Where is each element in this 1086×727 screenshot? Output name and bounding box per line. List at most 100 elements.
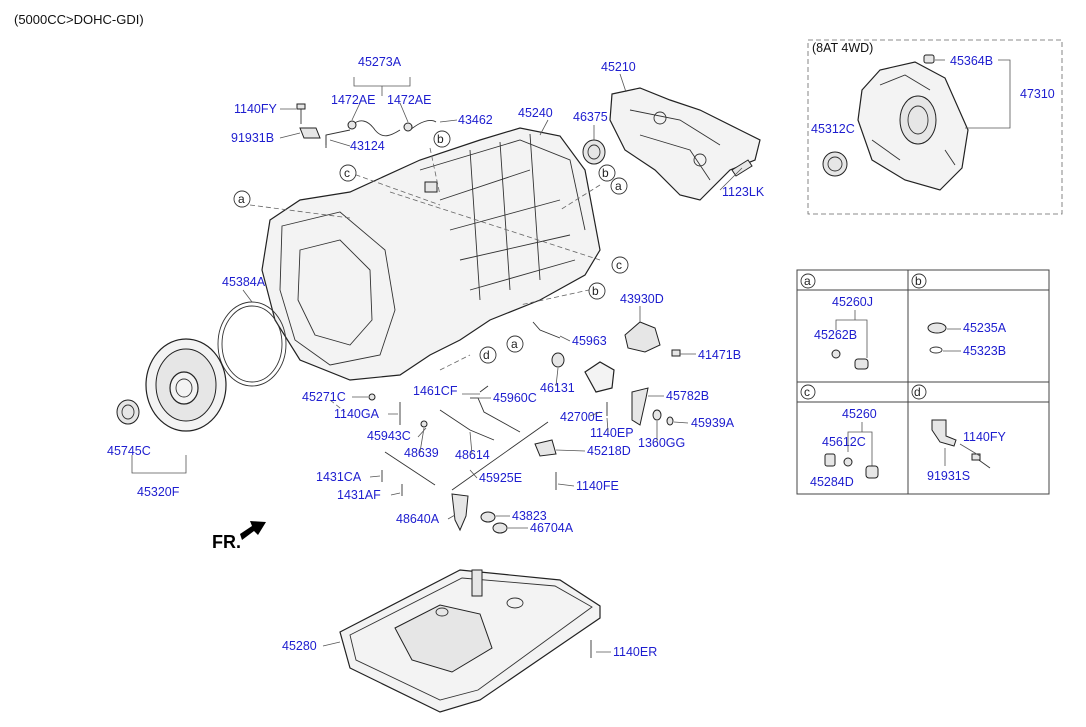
transfer-case-housing-47310: [857, 61, 969, 191]
label-91931B[interactable]: 91931B: [231, 131, 274, 145]
legend-cell-a: a 45260J 45262B: [800, 273, 873, 370]
breather-hose-assembly: [325, 119, 437, 148]
label-45273A[interactable]: 45273A: [358, 55, 402, 69]
spring-43823: [480, 511, 496, 523]
legend-c-part-3[interactable]: 45284D: [810, 475, 854, 489]
rod-45925E: [451, 421, 549, 491]
clip-91931B: [299, 127, 321, 139]
label-45210[interactable]: 45210: [601, 60, 636, 74]
plug-45939A: [666, 416, 674, 426]
label-43930D[interactable]: 43930D: [620, 292, 664, 306]
label-45384A[interactable]: 45384A: [222, 275, 266, 289]
label-1472AE-1[interactable]: 1472AE: [331, 93, 375, 107]
label-1461CF[interactable]: 1461CF: [413, 384, 458, 398]
callout-d-mid: d: [479, 346, 497, 364]
svg-text:b: b: [437, 132, 444, 146]
label-43462[interactable]: 43462: [458, 113, 493, 127]
svg-text:d: d: [483, 348, 490, 362]
svg-text:c: c: [804, 385, 810, 399]
svg-text:a: a: [238, 192, 245, 206]
label-45960C[interactable]: 45960C: [493, 391, 537, 405]
guide-lines: [249, 147, 601, 413]
bracket-43930D: [624, 321, 661, 353]
bracket-45218D: [534, 439, 557, 457]
label-46131[interactable]: 46131: [540, 381, 575, 395]
label-1123LK[interactable]: 1123LK: [722, 185, 765, 199]
label-1431CA[interactable]: 1431CA: [316, 470, 362, 484]
svg-text:a: a: [511, 337, 518, 351]
label-45745C[interactable]: 45745C: [107, 444, 151, 458]
gasket-45384A: [217, 301, 287, 387]
clip-48639: [420, 420, 428, 428]
legend-b-part-2[interactable]: 45323B: [963, 344, 1006, 358]
callout-c-right: c: [611, 256, 629, 274]
legend-d-part-2[interactable]: 91931S: [927, 469, 970, 483]
legend-b-part-1[interactable]: 45235A: [963, 321, 1007, 335]
label-48614[interactable]: 48614: [455, 448, 490, 462]
label-45943C[interactable]: 45943C: [367, 429, 411, 443]
label-43124[interactable]: 43124: [350, 139, 385, 153]
callout-a-left: a: [233, 190, 251, 208]
label-45939A[interactable]: 45939A: [691, 416, 735, 430]
plug-45364B: [923, 54, 935, 64]
legend-a-part-2[interactable]: 45262B: [814, 328, 857, 342]
legend-c-part-2[interactable]: 45612C: [822, 435, 866, 449]
callout-a-mid: a: [506, 335, 524, 353]
label-48640A[interactable]: 48640A: [396, 512, 440, 526]
label-45963[interactable]: 45963: [572, 334, 607, 348]
legend-a-part-1[interactable]: 45260J: [832, 295, 873, 309]
label-1140EP[interactable]: 1140EP: [590, 426, 634, 440]
washer-1360GG: [652, 409, 662, 421]
label-1140FE[interactable]: 1140FE: [576, 479, 619, 493]
label-45312C[interactable]: 45312C: [811, 122, 855, 136]
seal-45312C: [822, 151, 848, 177]
seal-46375: [582, 139, 606, 165]
label-46704A[interactable]: 46704A: [530, 521, 574, 535]
legend-table: [796, 269, 1050, 495]
label-45320F[interactable]: 45320F: [137, 485, 180, 499]
svg-text:c: c: [344, 166, 350, 180]
legend-cell-c: c 45260 45612C 45284D: [800, 384, 879, 489]
label-47310[interactable]: 47310: [1020, 87, 1055, 101]
lever-48614: [439, 409, 495, 441]
mount-bracket-45210: [609, 87, 761, 201]
transmission-case-45240: [261, 127, 601, 381]
callout-c-top: c: [339, 164, 357, 182]
label-42700E[interactable]: 42700E: [560, 410, 603, 424]
label-45218D[interactable]: 45218D: [587, 444, 631, 458]
label-45280[interactable]: 45280: [282, 639, 317, 653]
label-1140ER[interactable]: 1140ER: [613, 645, 657, 659]
label-43823[interactable]: 43823: [512, 509, 547, 523]
svg-text:a: a: [804, 274, 811, 288]
callout-a-right: a: [610, 177, 628, 195]
label-46375[interactable]: 46375: [573, 110, 608, 124]
callout-b-top: b: [433, 130, 451, 148]
label-1431AF[interactable]: 1431AF: [337, 488, 381, 502]
label-45782B[interactable]: 45782B: [666, 389, 709, 403]
pipe-45963: [532, 321, 561, 339]
variant-box-title: (8AT 4WD): [812, 41, 873, 55]
label-45364B[interactable]: 45364B: [950, 54, 993, 68]
rod-45943C: [384, 451, 436, 486]
label-48639[interactable]: 48639: [404, 446, 439, 460]
bolt-1140FY: [296, 103, 306, 124]
label-1360GG[interactable]: 1360GG: [638, 436, 685, 450]
svg-text:b: b: [592, 284, 599, 298]
plug-45271C: [368, 393, 376, 401]
sensor-42700E: [584, 361, 615, 393]
legend-d-part-1[interactable]: 1140FY: [963, 430, 1007, 444]
label-1472AE-2[interactable]: 1472AE: [387, 93, 431, 107]
callout-b-mid: b: [588, 282, 606, 300]
label-1140GA[interactable]: 1140GA: [334, 407, 380, 421]
variant-box-frame: [807, 39, 1063, 215]
legend-c-part-1[interactable]: 45260: [842, 407, 877, 421]
oil-pan-45280: [339, 569, 601, 713]
label-45925E[interactable]: 45925E: [479, 471, 522, 485]
label-45240[interactable]: 45240: [518, 106, 553, 120]
label-41471B[interactable]: 41471B: [698, 348, 741, 362]
label-45271C[interactable]: 45271C: [302, 390, 346, 404]
label-1140FY[interactable]: 1140FY: [234, 102, 278, 116]
legend-cell-b: b 45235A 45323B: [911, 273, 1007, 358]
svg-text:a: a: [615, 179, 622, 193]
